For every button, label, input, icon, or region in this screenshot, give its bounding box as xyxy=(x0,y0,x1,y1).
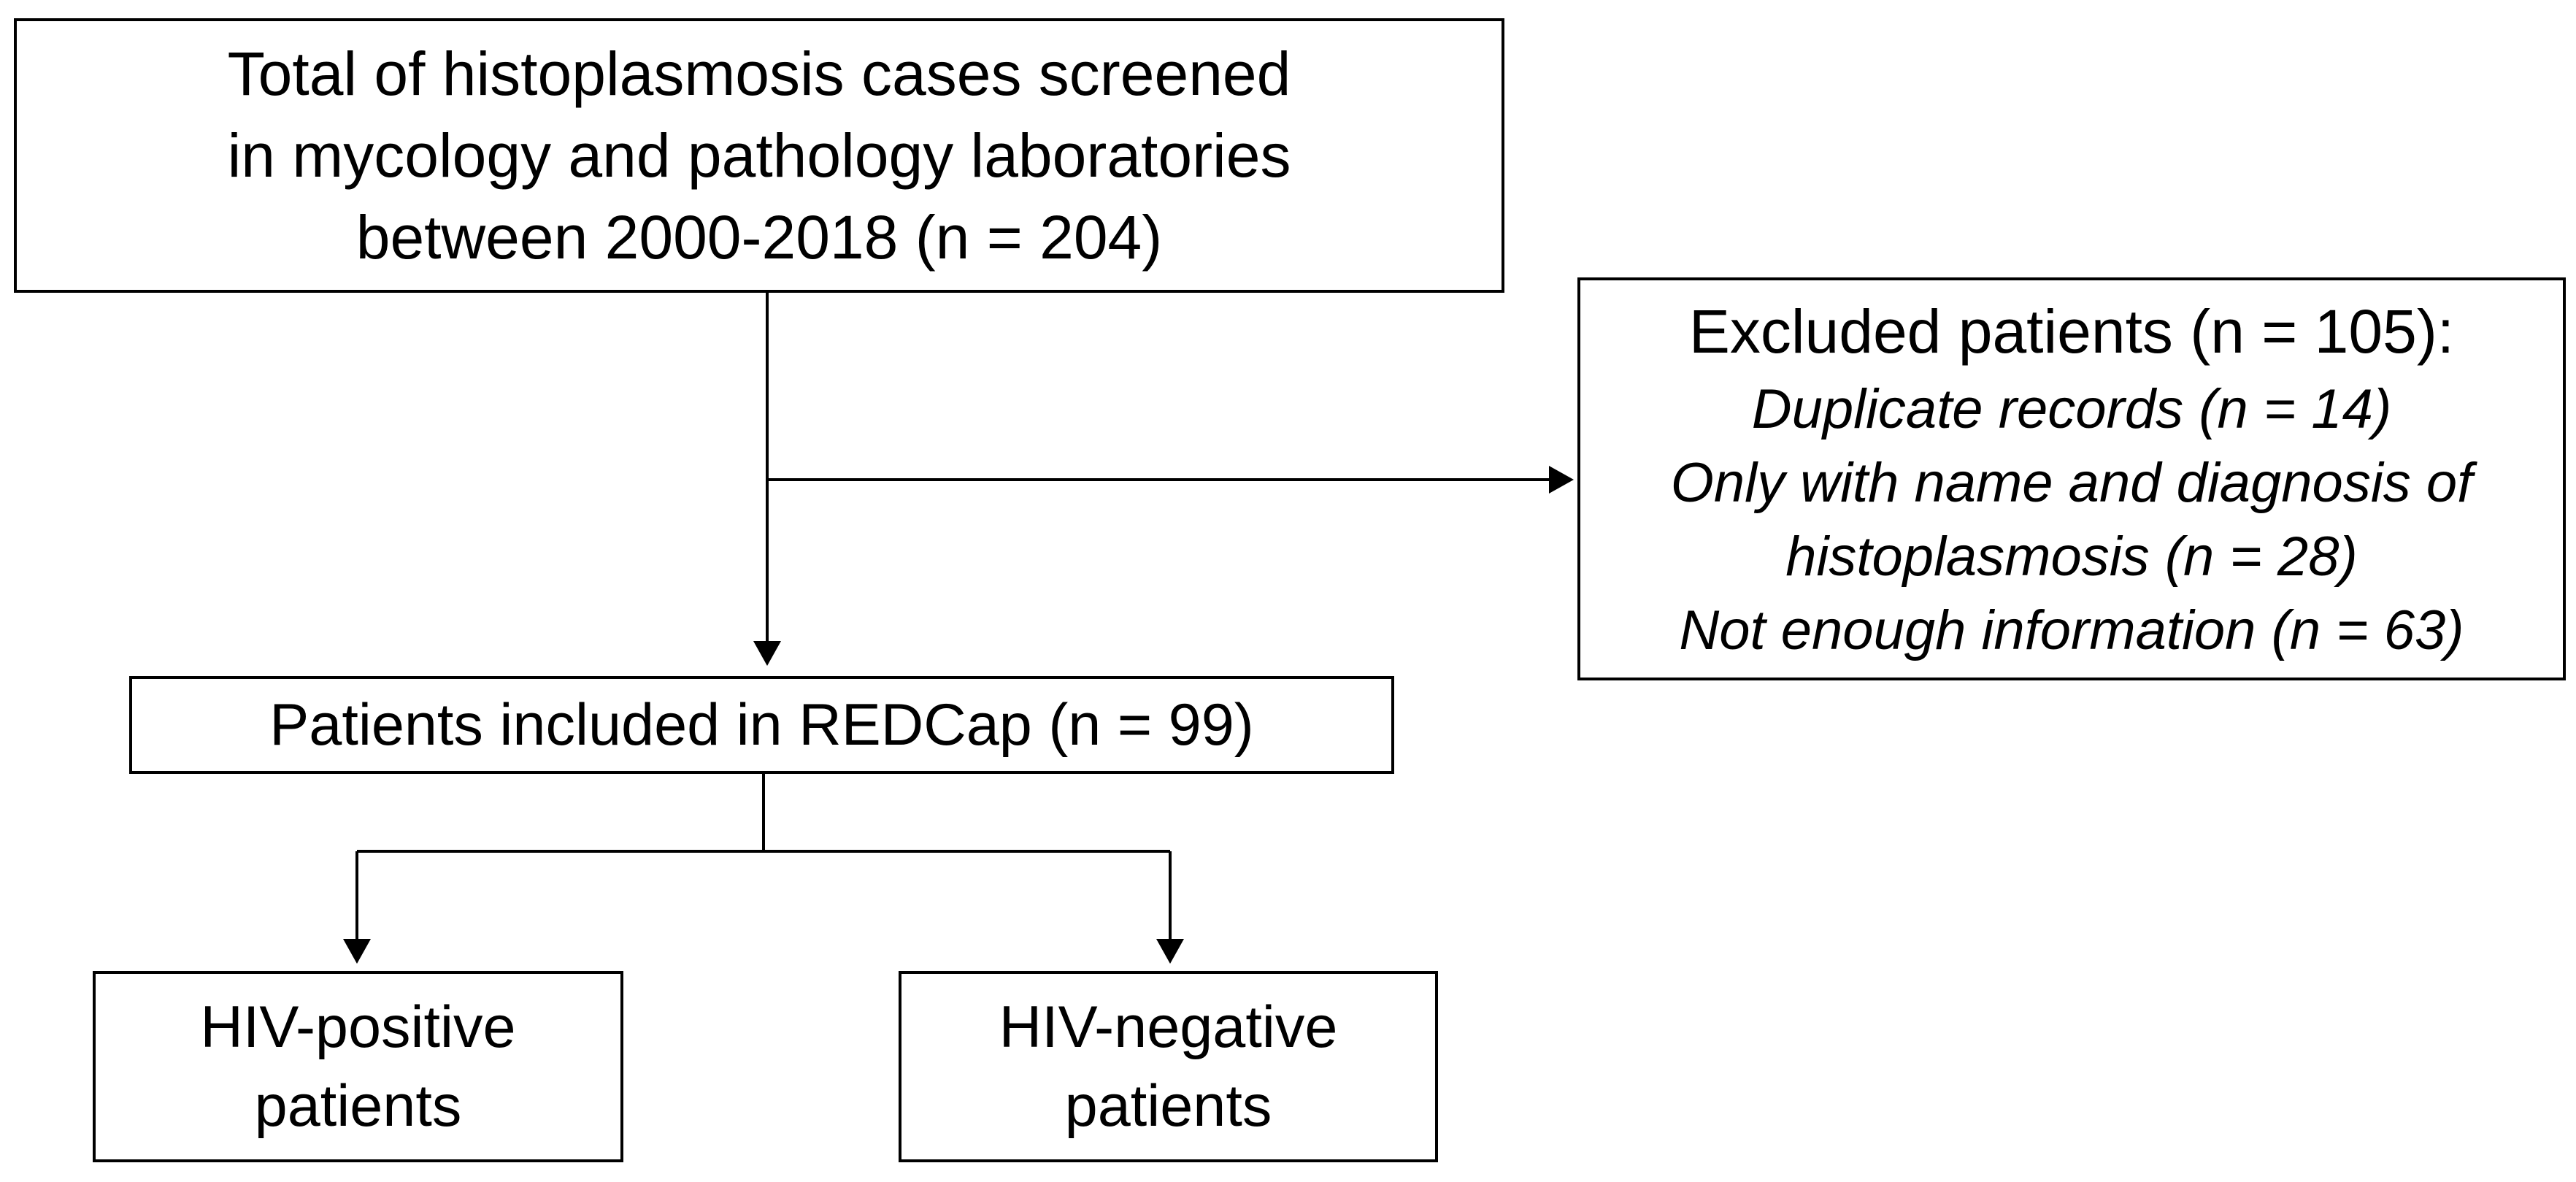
included-patients-box: Patients included in REDCap (n = 99) xyxy=(129,676,1394,774)
hiv-positive-box: HIV-positive patients xyxy=(93,971,623,1162)
excluded-patients-box: Excluded patients (n = 105): Duplicate r… xyxy=(1577,277,2566,680)
excluded-reason-name-only-1: Only with name and diagnosis of xyxy=(1670,452,2473,514)
excluded-heading: Excluded patients (n = 105): xyxy=(1688,297,2455,366)
excluded-reason-name-only-2: histoplasmosis (n = 28) xyxy=(1785,526,2358,588)
included-label: Patients included in REDCap (n = 99) xyxy=(269,692,1254,758)
screened-line-1: Total of histoplasmosis cases screened xyxy=(227,39,1291,108)
hiv-negative-line-1: HIV-negative xyxy=(999,994,1338,1060)
arrowhead-hiv-negative xyxy=(1156,939,1184,964)
hiv-positive-line-1: HIV-positive xyxy=(200,994,516,1060)
hiv-negative-box: HIV-negative patients xyxy=(899,971,1438,1162)
screened-line-3: between 2000-2018 (n = 204) xyxy=(355,203,1163,272)
hiv-negative-line-2: patients xyxy=(1064,1073,1272,1139)
hiv-positive-line-2: patients xyxy=(254,1073,462,1139)
excluded-reason-not-enough-info: Not enough information (n = 63) xyxy=(1679,599,2464,661)
arrowhead-hiv-positive xyxy=(343,939,371,964)
arrowhead-included xyxy=(753,641,781,666)
arrowhead-excluded xyxy=(1549,466,1574,494)
excluded-reason-duplicates: Duplicate records (n = 14) xyxy=(1751,378,2392,440)
screened-cases-box: Total of histoplasmosis cases screened i… xyxy=(14,18,1504,293)
screened-line-2: in mycology and pathology laboratories xyxy=(227,121,1291,190)
